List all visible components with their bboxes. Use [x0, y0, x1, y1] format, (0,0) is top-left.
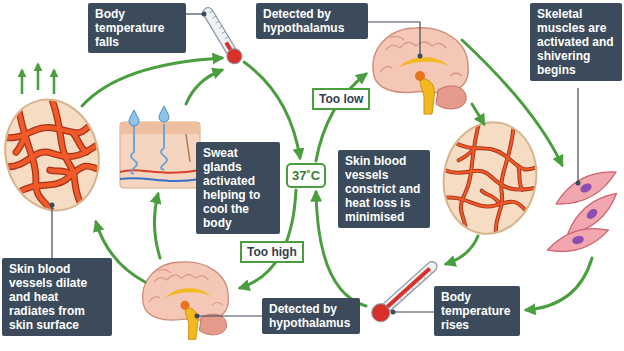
callout-box: Sweat glands activated helping to cool t…	[196, 142, 280, 234]
muscle-cells-part-part	[585, 207, 599, 221]
leader-dots-part	[391, 310, 396, 315]
heat-arrows	[22, 64, 54, 94]
thermometer-part	[368, 300, 393, 325]
sweating-skin-part	[129, 110, 139, 126]
leader-lines-part	[368, 22, 420, 55]
skin-patch-constricted-part-part	[435, 113, 546, 243]
brain-part	[380, 36, 462, 76]
leader-dots-part	[195, 314, 200, 319]
brain	[143, 262, 229, 340]
sweating-skin-part	[120, 178, 200, 181]
leader-lines-part	[186, 13, 203, 14]
thermometer-part	[209, 11, 228, 39]
callout-box: Body temperature falls	[88, 3, 186, 53]
callout-box: Detected by hypothalamus	[256, 3, 368, 39]
callout-box: Detected by hypothalamus	[262, 298, 360, 334]
leader-dots	[50, 12, 581, 319]
leader-dots-part	[418, 54, 423, 59]
thermometer-part	[224, 46, 245, 67]
brain-part	[386, 42, 446, 50]
cycle-arrows-part	[82, 58, 222, 106]
leader-dots-part	[202, 12, 207, 17]
cycle-arrows-part	[154, 194, 160, 258]
callout-text: Detected by hypothalamus	[263, 7, 361, 35]
callout-box: Skeletal muscles are activated and shive…	[530, 3, 622, 81]
callout-box: Skin blood vessels dilate and heat radia…	[2, 258, 112, 336]
condition-text: Too high	[247, 245, 297, 259]
cycle-arrows-part	[472, 104, 484, 124]
sweating-skin-part	[186, 134, 190, 162]
thermometer-part	[381, 267, 431, 313]
sweating-skin	[120, 106, 200, 188]
brain	[373, 28, 468, 114]
thermometer-part	[393, 271, 431, 306]
condition-tag: Too high	[240, 241, 304, 263]
muscle-cells-part-part	[571, 234, 585, 245]
skin-patch-constricted-part	[435, 113, 546, 243]
cycle-arrows-part	[526, 258, 592, 310]
skin-patch-dilated-part-part	[0, 87, 111, 223]
skin-patch-constricted-part-part	[435, 113, 546, 243]
brain-part	[436, 86, 466, 109]
brain-part	[420, 78, 434, 114]
condition-text: Too low	[319, 92, 363, 106]
heat-arrows-part	[37, 64, 40, 90]
callout-box: Skin blood vessels constrict and heat lo…	[338, 150, 430, 228]
leader-lines-part	[577, 88, 578, 182]
callout-text: Skin blood vessels constrict and heat lo…	[345, 154, 423, 224]
skin-patch-dilated-part	[0, 87, 111, 223]
cycle-arrows-part	[446, 236, 478, 264]
thermometer	[368, 257, 442, 326]
callout-text: Body temperature rises	[441, 290, 513, 332]
leader-lines-part	[51, 206, 52, 258]
skin-patch-constricted	[435, 113, 546, 243]
heat-arrows-part	[53, 70, 56, 94]
leader-dots-part	[50, 203, 55, 208]
skin-patch-dilated-part-part	[0, 87, 111, 223]
callout-text: Sweat glands activated helping to cool t…	[203, 146, 273, 230]
leader-lines-part	[394, 311, 434, 312]
callout-box: Body temperature rises	[434, 286, 520, 336]
sweating-skin-part	[161, 124, 167, 170]
muscle-cells-part-part	[579, 182, 593, 195]
sweating-skin-part	[131, 124, 137, 174]
cycle-arrows	[82, 40, 592, 310]
brain-part	[149, 270, 223, 306]
brain-part	[185, 307, 198, 339]
callout-text: Body temperature falls	[95, 7, 179, 49]
skin-patch-dilated	[0, 87, 111, 223]
muscle-cells	[545, 163, 623, 258]
leader-lines-part	[198, 315, 262, 316]
callout-text: Skin blood vessels dilate and heat radia…	[9, 262, 105, 332]
muscle-cells-part	[545, 222, 611, 259]
brain-part	[398, 57, 448, 68]
callout-text: Detected by hypothalamus	[269, 302, 353, 330]
sweating-skin-part	[159, 106, 169, 122]
brain-part	[199, 314, 226, 335]
set-point-box: 37˚C	[286, 163, 326, 188]
cycle-arrows-part	[186, 70, 222, 104]
heat-arrows-part	[21, 70, 24, 94]
skin-patch-constricted-part	[435, 115, 545, 241]
brain-part	[154, 275, 208, 282]
set-point-text: 37˚C	[292, 168, 320, 183]
leader-lines	[52, 14, 578, 316]
brain-part	[415, 71, 425, 81]
brain-part	[165, 288, 210, 298]
muscle-cells-part-part	[545, 222, 611, 259]
skin-patch-dilated-part	[0, 89, 111, 221]
callout-text: Skeletal muscles are activated and shive…	[537, 7, 615, 77]
brain-part	[181, 301, 190, 310]
leader-dots-part	[576, 181, 581, 186]
condition-tag: Too low	[312, 88, 370, 110]
sweating-skin-part	[120, 122, 200, 188]
